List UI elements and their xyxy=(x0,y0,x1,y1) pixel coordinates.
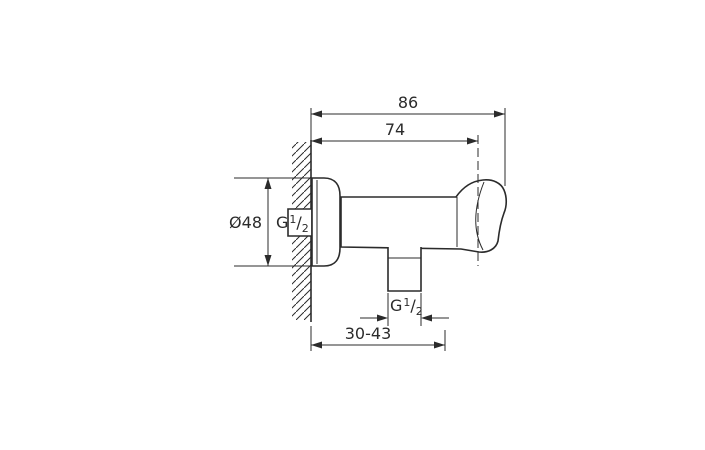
fixture-body xyxy=(340,179,508,253)
dimension-74: 74 xyxy=(311,120,478,145)
thread-slash: / xyxy=(296,213,302,232)
arrowhead-left xyxy=(311,137,322,145)
dimension-outlet-thread: G1/2 xyxy=(360,293,449,326)
flange-outline xyxy=(311,177,341,267)
arrowhead-right xyxy=(434,341,445,349)
thread-numerator: 1 xyxy=(403,296,410,309)
thread-letter: G xyxy=(276,213,288,232)
dimension-label-74: 74 xyxy=(385,120,405,139)
thread-numerator: 1 xyxy=(289,213,296,226)
holder-cup-rim xyxy=(475,181,485,251)
thread-denominator: 2 xyxy=(416,305,423,318)
body-and-holder-outline xyxy=(340,179,508,253)
arrowhead-left xyxy=(377,314,388,322)
wall-flange xyxy=(311,177,341,267)
dimension-label-86: 86 xyxy=(398,93,418,112)
arrowhead-bottom xyxy=(264,255,272,266)
thread-slash: / xyxy=(410,296,416,315)
outlet-nipple-outline xyxy=(387,247,422,292)
arrowhead-top xyxy=(264,178,272,189)
outlet-nipple xyxy=(387,247,422,292)
dimension-48-and-inlet-thread: Ø48 G1/2 xyxy=(229,177,311,267)
arrowhead-right xyxy=(467,137,478,145)
inlet-thread-label: G1/2 xyxy=(276,213,309,235)
outlet-thread-label: G1/2 xyxy=(390,296,423,318)
arrowhead-left xyxy=(311,110,322,118)
dimension-86: 86 xyxy=(310,93,506,186)
arrowhead-right xyxy=(494,110,505,118)
thread-denominator: 2 xyxy=(302,222,309,235)
arrowhead-left xyxy=(311,341,322,349)
arrowhead-right xyxy=(421,314,432,322)
thread-letter: G xyxy=(390,296,402,315)
dimension-30-43: 30-43 xyxy=(310,324,446,351)
dimension-label-diameter: Ø48 xyxy=(229,213,262,232)
dimension-label-depth-range: 30-43 xyxy=(345,324,392,343)
